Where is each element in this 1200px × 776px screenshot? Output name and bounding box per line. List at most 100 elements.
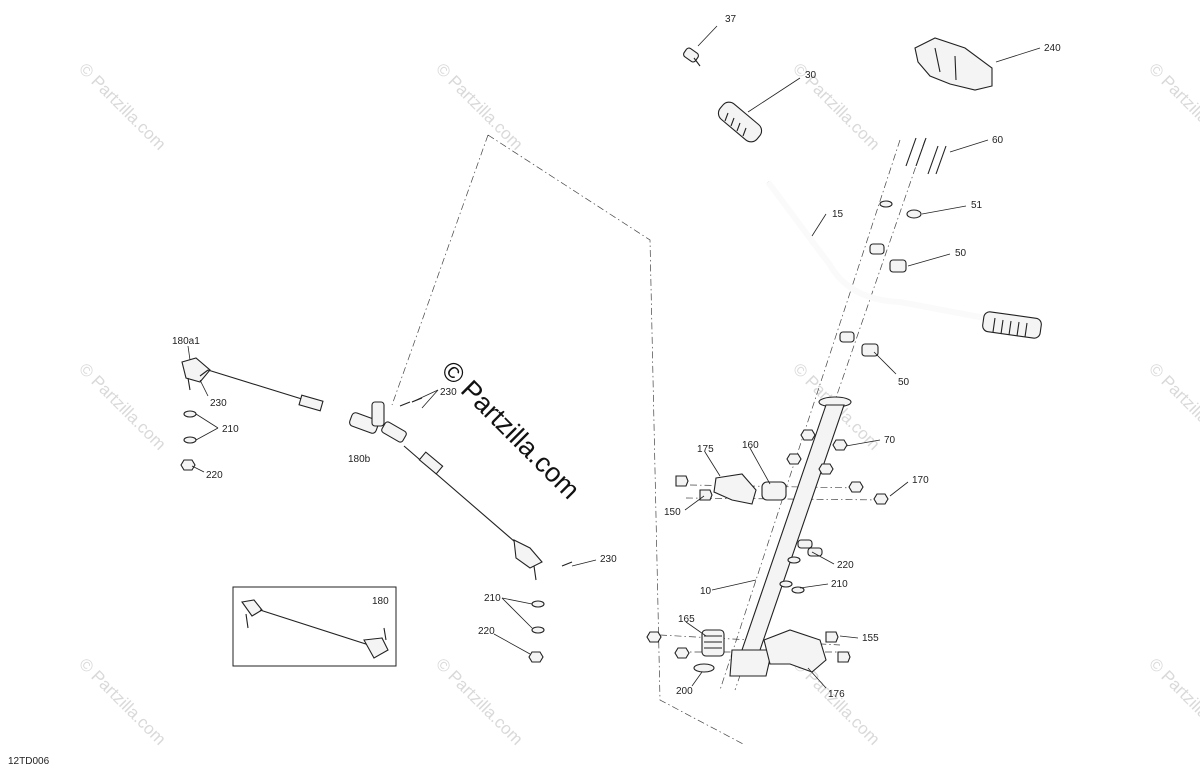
bar-clamp [889,259,907,273]
bolt-set [905,137,947,175]
lower-bushing [701,629,725,657]
washer [183,410,197,418]
handlebar-grip [717,101,763,143]
callout-70: 70 [884,435,896,446]
callout-15: 15 [832,209,844,220]
callout-240: 240 [1044,43,1061,54]
callout-210-right: 210 [831,579,848,590]
assembly-boundary [391,134,746,746]
callout-170: 170 [912,475,929,486]
bushing [761,481,787,501]
bolt [699,489,713,501]
callout-30: 30 [805,70,817,81]
washer [779,580,793,588]
nut [180,459,196,471]
steering-column [729,396,852,677]
callout-230-right: 230 [600,554,617,565]
washer [183,436,197,444]
washer [791,586,805,594]
tie-rod-end [181,357,211,383]
nut [786,453,802,465]
callout-180-inset: 180 [372,596,389,607]
callout-220-lower: 220 [478,626,495,637]
upper-bracket [713,473,757,505]
callout-labels: 37 240 30 60 51 15 50 50 70 175 160 170 … [8,14,1061,767]
inset-box [232,586,397,667]
callout-51: 51 [971,200,983,211]
bolt [837,651,851,663]
watermark-tile: © Partzilla.com [432,654,526,748]
inset-tie-rod-end [363,637,389,659]
nut [818,463,834,475]
callout-10: 10 [700,586,712,597]
bar-end-cap [683,47,701,67]
washer [531,600,545,608]
callout-220-right: 220 [837,560,854,571]
watermark-tile: © Partzilla.com [1145,359,1200,453]
center-watermark: © Partzilla.com [436,355,586,505]
callout-175: 175 [697,444,714,455]
callout-230-center: 230 [440,387,457,398]
bar-clamp [861,343,879,357]
callout-50-upper: 50 [955,248,967,259]
callout-160: 160 [742,440,759,451]
bolt [675,475,689,487]
washer [906,209,922,219]
watermark-tile: © Partzilla.com [1145,59,1200,153]
tie-rod-end [513,539,543,569]
nut [873,493,889,505]
callout-220-left: 220 [206,470,223,481]
inset-tie-rod-end [241,599,263,617]
washer [787,556,801,564]
spacer [807,547,823,557]
watermark-tile: © Partzilla.com [75,359,169,453]
inset-tie-rod [259,609,373,647]
callout-37: 37 [725,14,737,25]
tie-rod [207,369,319,405]
callout-180b: 180b [348,454,371,465]
handlebar-cover-detail [934,47,957,81]
cotter-pin [199,369,209,377]
watermark-tile: © Partzilla.com [432,59,526,153]
callout-50-lower: 50 [898,377,910,388]
watermark-tile: © Partzilla.com [789,59,883,153]
steering-column-assembly [646,37,1042,691]
nut [832,439,848,451]
diagram-code: 12TD006 [8,756,50,767]
cotter-pin [561,561,573,567]
nut [848,481,864,493]
watermark-tile: © Partzilla.com [75,59,169,153]
lower-bracket [763,629,827,673]
callout-155: 155 [862,633,879,644]
axis-line [719,139,901,691]
callout-60: 60 [992,135,1004,146]
callout-180a1: 180a1 [172,336,200,347]
washer [879,200,893,208]
nut [674,647,690,659]
callout-210-lower: 210 [484,593,501,604]
center-link [349,401,407,443]
callout-176: 176 [828,689,845,700]
callout-150: 150 [664,507,681,518]
handlebar-cover [914,37,993,91]
tie-rod-sleeve [298,394,324,412]
tie-rod-assembly [180,357,573,667]
callout-230-left: 230 [210,398,227,409]
bar-clamp [839,331,855,343]
o-ring [693,663,715,673]
nut [800,429,816,441]
callout-165: 165 [678,614,695,625]
watermark-tile: © Partzilla.com [1145,654,1200,748]
nut [528,651,544,663]
leader-lines [187,25,1041,689]
callout-210-left: 210 [222,424,239,435]
handlebar [765,180,1042,339]
bolt [825,631,839,643]
nut [646,631,662,643]
watermark-tile: © Partzilla.com [75,654,169,748]
washer [531,626,545,634]
callout-200: 200 [676,686,693,697]
spacer [797,539,813,549]
bar-clamp [869,243,885,255]
